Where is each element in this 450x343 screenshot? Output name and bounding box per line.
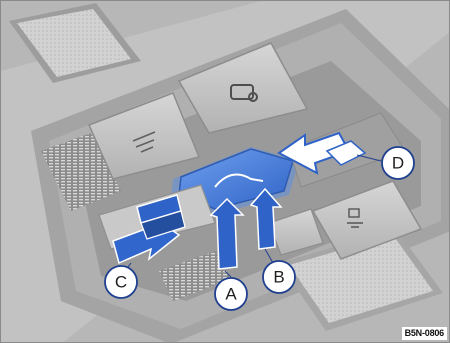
callout-b: B <box>263 261 295 293</box>
callout-c-label: C <box>115 273 127 292</box>
callout-d: D <box>382 147 414 179</box>
image-code-label: B5N-0806 <box>402 327 447 340</box>
callout-a: A <box>215 278 247 310</box>
callout-c: C <box>105 266 137 298</box>
callout-a-label: A <box>225 285 237 304</box>
callout-d-label: D <box>392 154 404 173</box>
callout-b-label: B <box>273 268 284 287</box>
